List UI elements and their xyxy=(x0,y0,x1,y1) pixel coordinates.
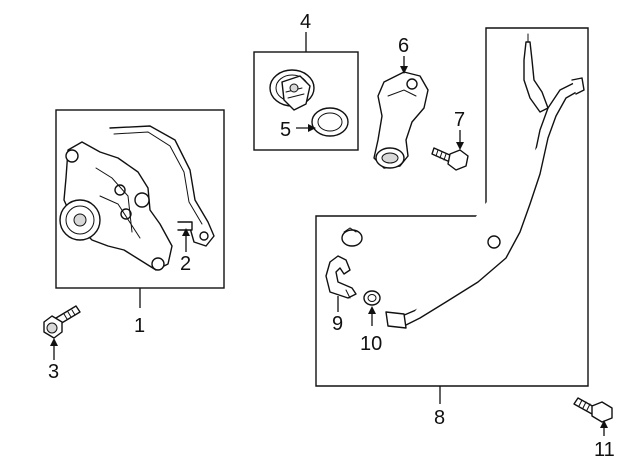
gasket-tab xyxy=(177,221,193,231)
gasket-hole xyxy=(199,231,209,241)
pump-boss-4 xyxy=(114,184,126,196)
pipe-lower-end xyxy=(385,311,407,329)
pump-boss-2 xyxy=(151,257,165,271)
pump-rib-2 xyxy=(99,195,141,239)
hose-9-drawing xyxy=(325,255,357,299)
pipe-clip xyxy=(487,235,501,249)
pipe-group: 8 9 10 xyxy=(315,27,589,429)
arrowhead-11 xyxy=(600,420,608,428)
thermostat-group: 4 5 xyxy=(253,11,359,151)
arrowhead-2 xyxy=(182,228,190,236)
callout-2: 2 xyxy=(180,253,191,275)
bolt-3-threads xyxy=(63,309,76,320)
pump-rib xyxy=(95,167,133,233)
outlet-rib xyxy=(387,89,417,97)
callout-11: 11 xyxy=(594,439,615,461)
arrowhead-7 xyxy=(456,142,464,150)
hose-clamp-upper-tab xyxy=(343,227,357,233)
coolant-pipe-outline xyxy=(401,81,577,317)
pipe-end-fitting xyxy=(571,77,585,95)
hose-clamp-10 xyxy=(363,290,381,306)
pump-boss-1 xyxy=(65,149,79,163)
callout-3: 3 xyxy=(48,361,59,383)
o-ring-outer xyxy=(311,107,349,137)
hose-clamp-upper xyxy=(341,229,363,247)
pump-gasket-drawing xyxy=(109,125,215,247)
callout-4: 4 xyxy=(300,11,311,33)
arrowhead-3 xyxy=(50,338,58,346)
arrowhead-6 xyxy=(400,66,408,74)
callout-7: 7 xyxy=(454,109,465,131)
bolt-3-flange xyxy=(46,322,58,334)
callout-1: 1 xyxy=(134,315,145,337)
bolt-11-group: 11 xyxy=(573,397,615,461)
pipe-bracket xyxy=(523,41,549,113)
pump-gasket-inner xyxy=(113,131,203,225)
pump-pulley-hub xyxy=(73,213,87,227)
callout-9: 9 xyxy=(332,313,343,335)
bolt-11-threads xyxy=(578,399,591,411)
hose-9-end xyxy=(345,289,351,299)
bolt-7-threads xyxy=(435,149,447,161)
coolant-pipe-outline-2 xyxy=(403,89,581,327)
outlet-neck-bore xyxy=(381,152,399,164)
o-ring-inner xyxy=(317,112,343,132)
hose-clamp-10-inner xyxy=(367,294,377,302)
outlet-bolt-hole xyxy=(406,78,418,90)
pump-boss-5 xyxy=(120,208,132,220)
water-pump-group: 2 1 xyxy=(55,109,225,337)
thermostat-valve xyxy=(289,83,299,93)
callout-6: 6 xyxy=(398,35,409,57)
thermostat-body xyxy=(281,75,311,111)
callout-10: 10 xyxy=(360,333,382,355)
bolt-11-head xyxy=(591,401,613,423)
bolt-3-group: 3 xyxy=(43,305,81,383)
callout-5: 5 xyxy=(280,119,291,141)
pump-boss-3 xyxy=(134,192,150,208)
outlet-housing-group: 6 xyxy=(373,35,429,169)
pump-pulley-ring xyxy=(65,205,95,235)
arrowhead-10 xyxy=(368,306,376,314)
pipe-frame xyxy=(315,27,589,387)
callout-8: 8 xyxy=(434,407,445,429)
arrowhead-5 xyxy=(308,124,316,132)
bolt-7-head xyxy=(447,149,469,171)
bolt-7-group: 7 xyxy=(431,109,469,171)
